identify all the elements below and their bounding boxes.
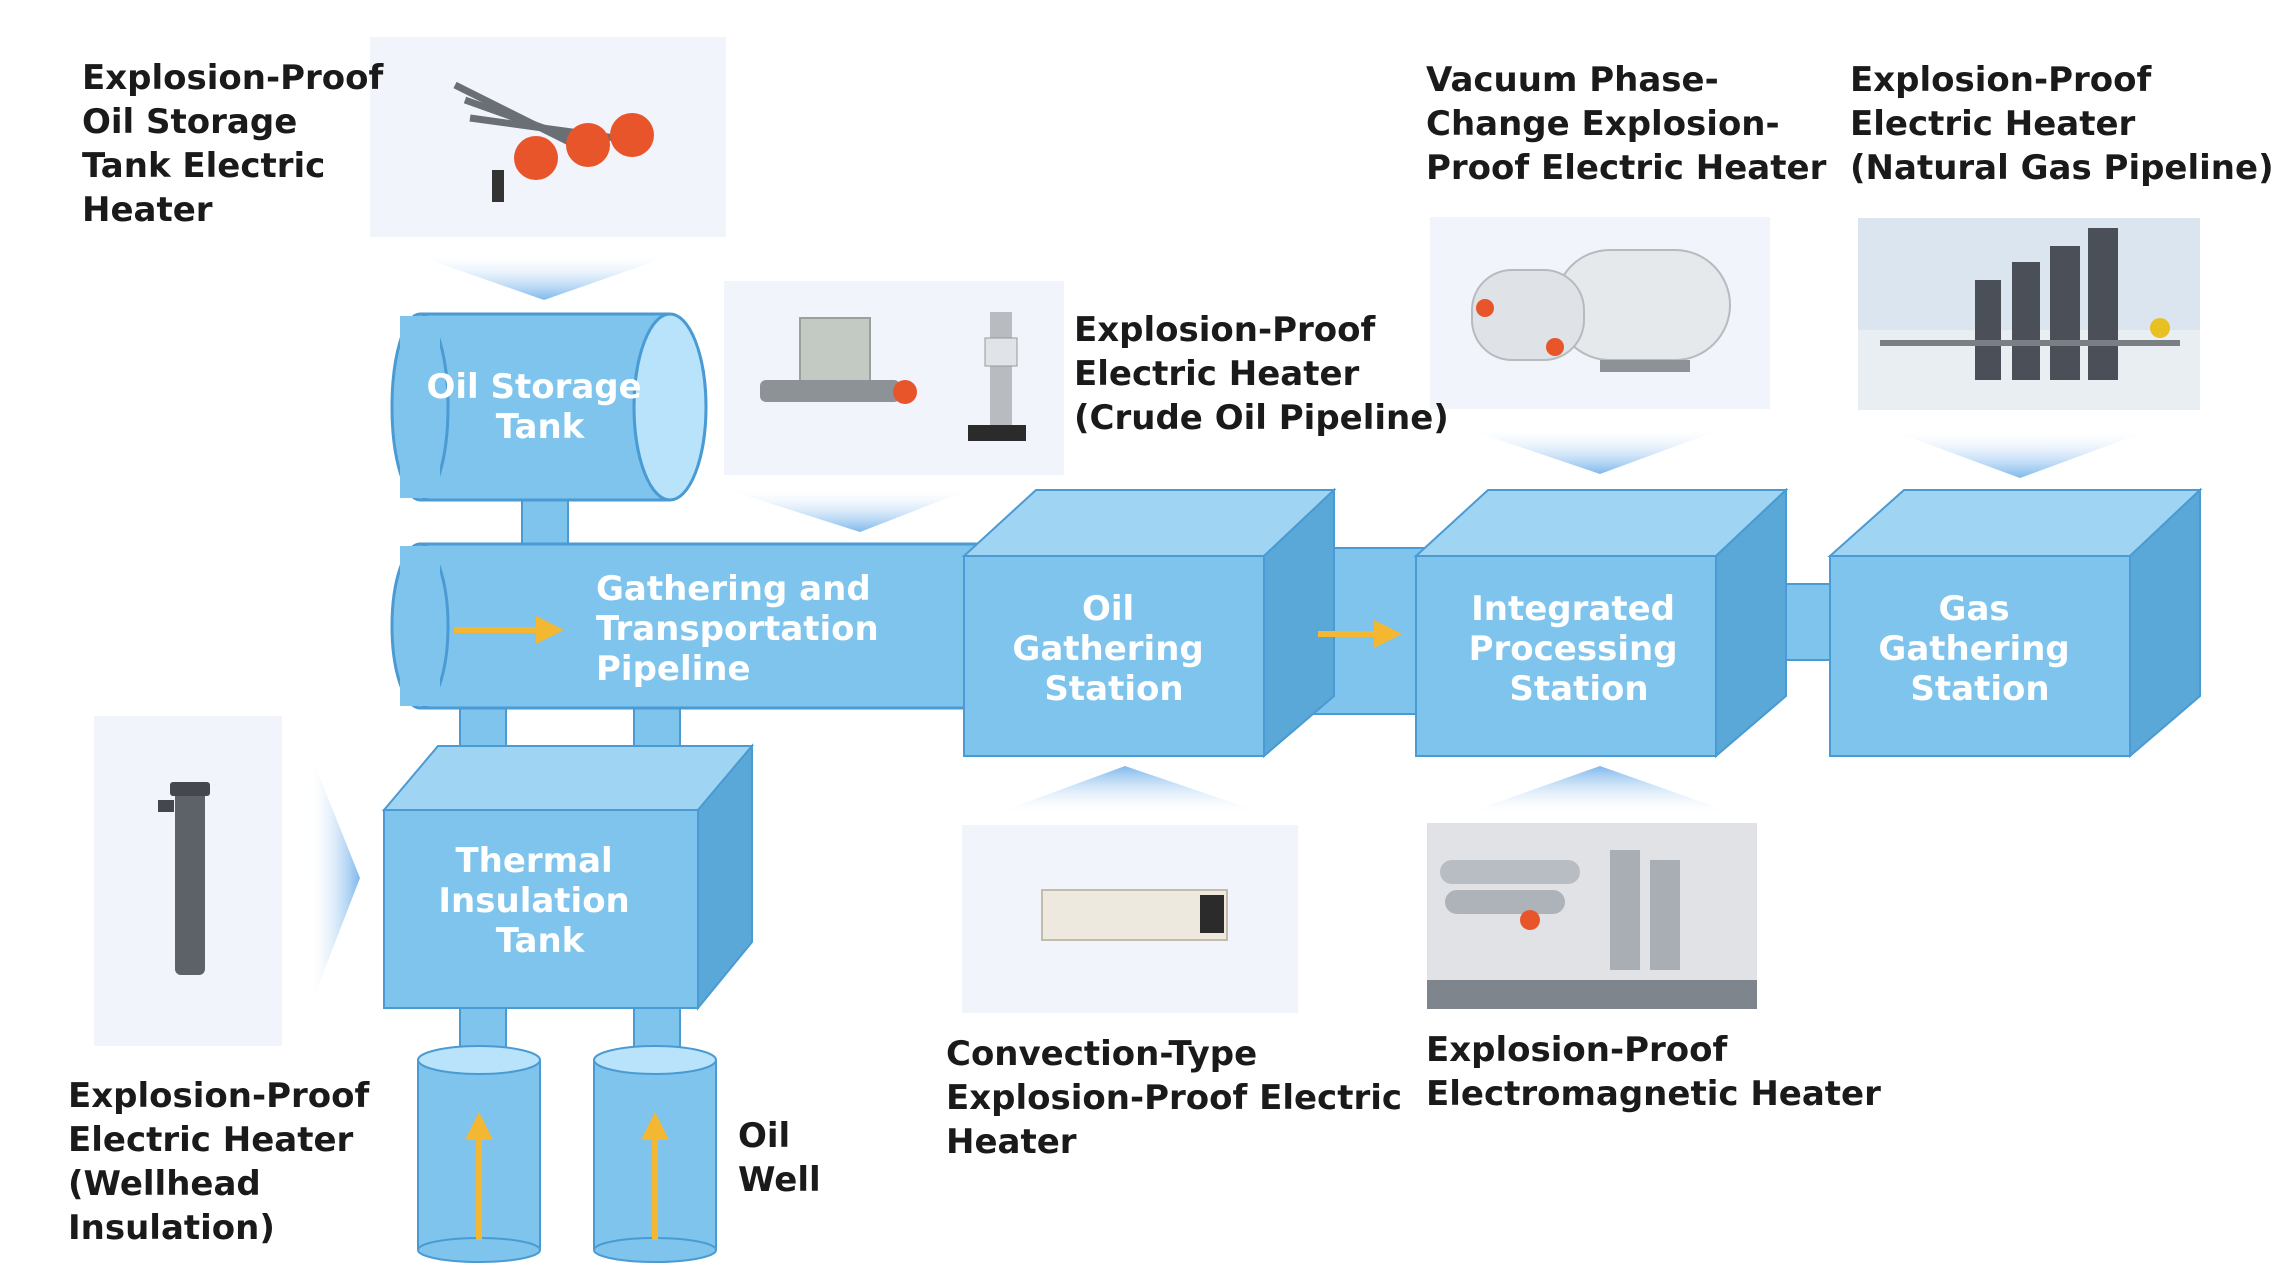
pointer-gas-pipeline-heater	[1895, 432, 2145, 478]
photo-oil-storage-heater	[370, 37, 726, 237]
photo-convection-type-heater	[962, 825, 1298, 1013]
flow-arrow-oil-to-integrated	[1318, 620, 1402, 648]
wellhead-insulation-heater-label: Explosion-Proof Electric Heater (Wellhea…	[68, 1076, 370, 1248]
oil-gathering-station-label: Oil Gathering Station	[1012, 589, 1215, 709]
oil-well-label: Oil Well	[738, 1116, 821, 1200]
flow-arrow-pipeline	[454, 616, 564, 644]
convection-type-heater-label: Convection-Type Explosion-Proof Electric…	[946, 1034, 1403, 1162]
thermal-insulation-tank-label: Thermal Insulation Tank	[438, 841, 641, 961]
oil-gathering-station-box	[961, 487, 1337, 759]
oil-gathering-station-label-line: Oil	[1082, 589, 1134, 629]
pointer-electromagnetic-heater	[1470, 766, 1730, 812]
oil-storage-tank-label-line: Oil Storage	[426, 367, 641, 407]
electromagnetic-heater-label: Explosion-Proof Electromagnetic Heater	[1426, 1030, 1881, 1114]
thermal-insulation-tank	[381, 743, 755, 1011]
integrated-processing-station-box	[1413, 487, 1789, 759]
oil-well-2	[593, 1045, 717, 1263]
pipeline-label-line: Pipeline	[596, 649, 751, 689]
natural-gas-pipeline-heater-label: Explosion-Proof Electric Heater (Natural…	[1850, 60, 2274, 188]
integrated-processing-station-label-line: Station	[1509, 669, 1648, 709]
pointer-wellhead-heater	[312, 758, 360, 1002]
pipeline-label-line: Transportation	[596, 609, 879, 649]
integrated-processing-station-label: Integrated Processing Station	[1469, 589, 1690, 709]
oil-storage-tank-label-line: Tank	[496, 407, 586, 447]
photo-electromagnetic-heater	[1427, 823, 1757, 1009]
gas-gathering-station-label-line: Station	[1910, 669, 2049, 709]
oil-gathering-station-label-line: Station	[1044, 669, 1183, 709]
gas-gathering-station-label-line: Gathering	[1878, 629, 2069, 669]
flow-arrow-well-1	[465, 1112, 493, 1240]
pipeline-label: Gathering and Transportation Pipeline	[596, 569, 891, 689]
pointer-vacuum-heater	[1470, 430, 1720, 474]
thermal-insulation-tank-label-line: Insulation	[438, 881, 629, 921]
photo-natural-gas-station	[1858, 218, 2200, 410]
gas-gathering-station-label: Gas Gathering Station	[1878, 589, 2081, 709]
oil-gathering-station-label-line: Gathering	[1012, 629, 1203, 669]
integrated-processing-station-label-line: Integrated	[1471, 589, 1675, 629]
photo-crude-oil-pipeline-heater	[724, 281, 1064, 475]
oil-storage-tank-heater-label: Explosion-Proof Oil Storage Tank Electri…	[82, 58, 384, 230]
photo-wellhead-insulation-heater	[94, 716, 282, 1046]
gas-gathering-station-box	[1827, 487, 2203, 759]
thermal-insulation-tank-label-line: Thermal	[455, 841, 612, 881]
oil-storage-tank-label: Oil Storage Tank	[426, 367, 653, 447]
pipeline-label-line: Gathering and	[596, 569, 871, 609]
photo-vacuum-phase-change-heater	[1430, 217, 1770, 409]
crude-oil-pipeline-heater-label: Explosion-Proof Electric Heater (Crude O…	[1074, 310, 1449, 438]
flow-arrow-well-2	[641, 1112, 669, 1240]
pointer-convection-heater	[1000, 766, 1260, 812]
pointer-crude-oil-heater	[728, 490, 968, 532]
vacuum-phase-change-heater-label: Vacuum Phase- Change Explosion- Proof El…	[1426, 60, 1827, 188]
pointer-storage-heater	[418, 256, 670, 300]
oil-storage-tank	[390, 312, 708, 502]
thermal-insulation-tank-label-line: Tank	[496, 921, 586, 961]
integrated-processing-station-label-line: Processing	[1469, 629, 1678, 669]
gathering-transportation-pipeline	[390, 542, 984, 710]
gas-gathering-station-label-line: Gas	[1939, 589, 2010, 629]
